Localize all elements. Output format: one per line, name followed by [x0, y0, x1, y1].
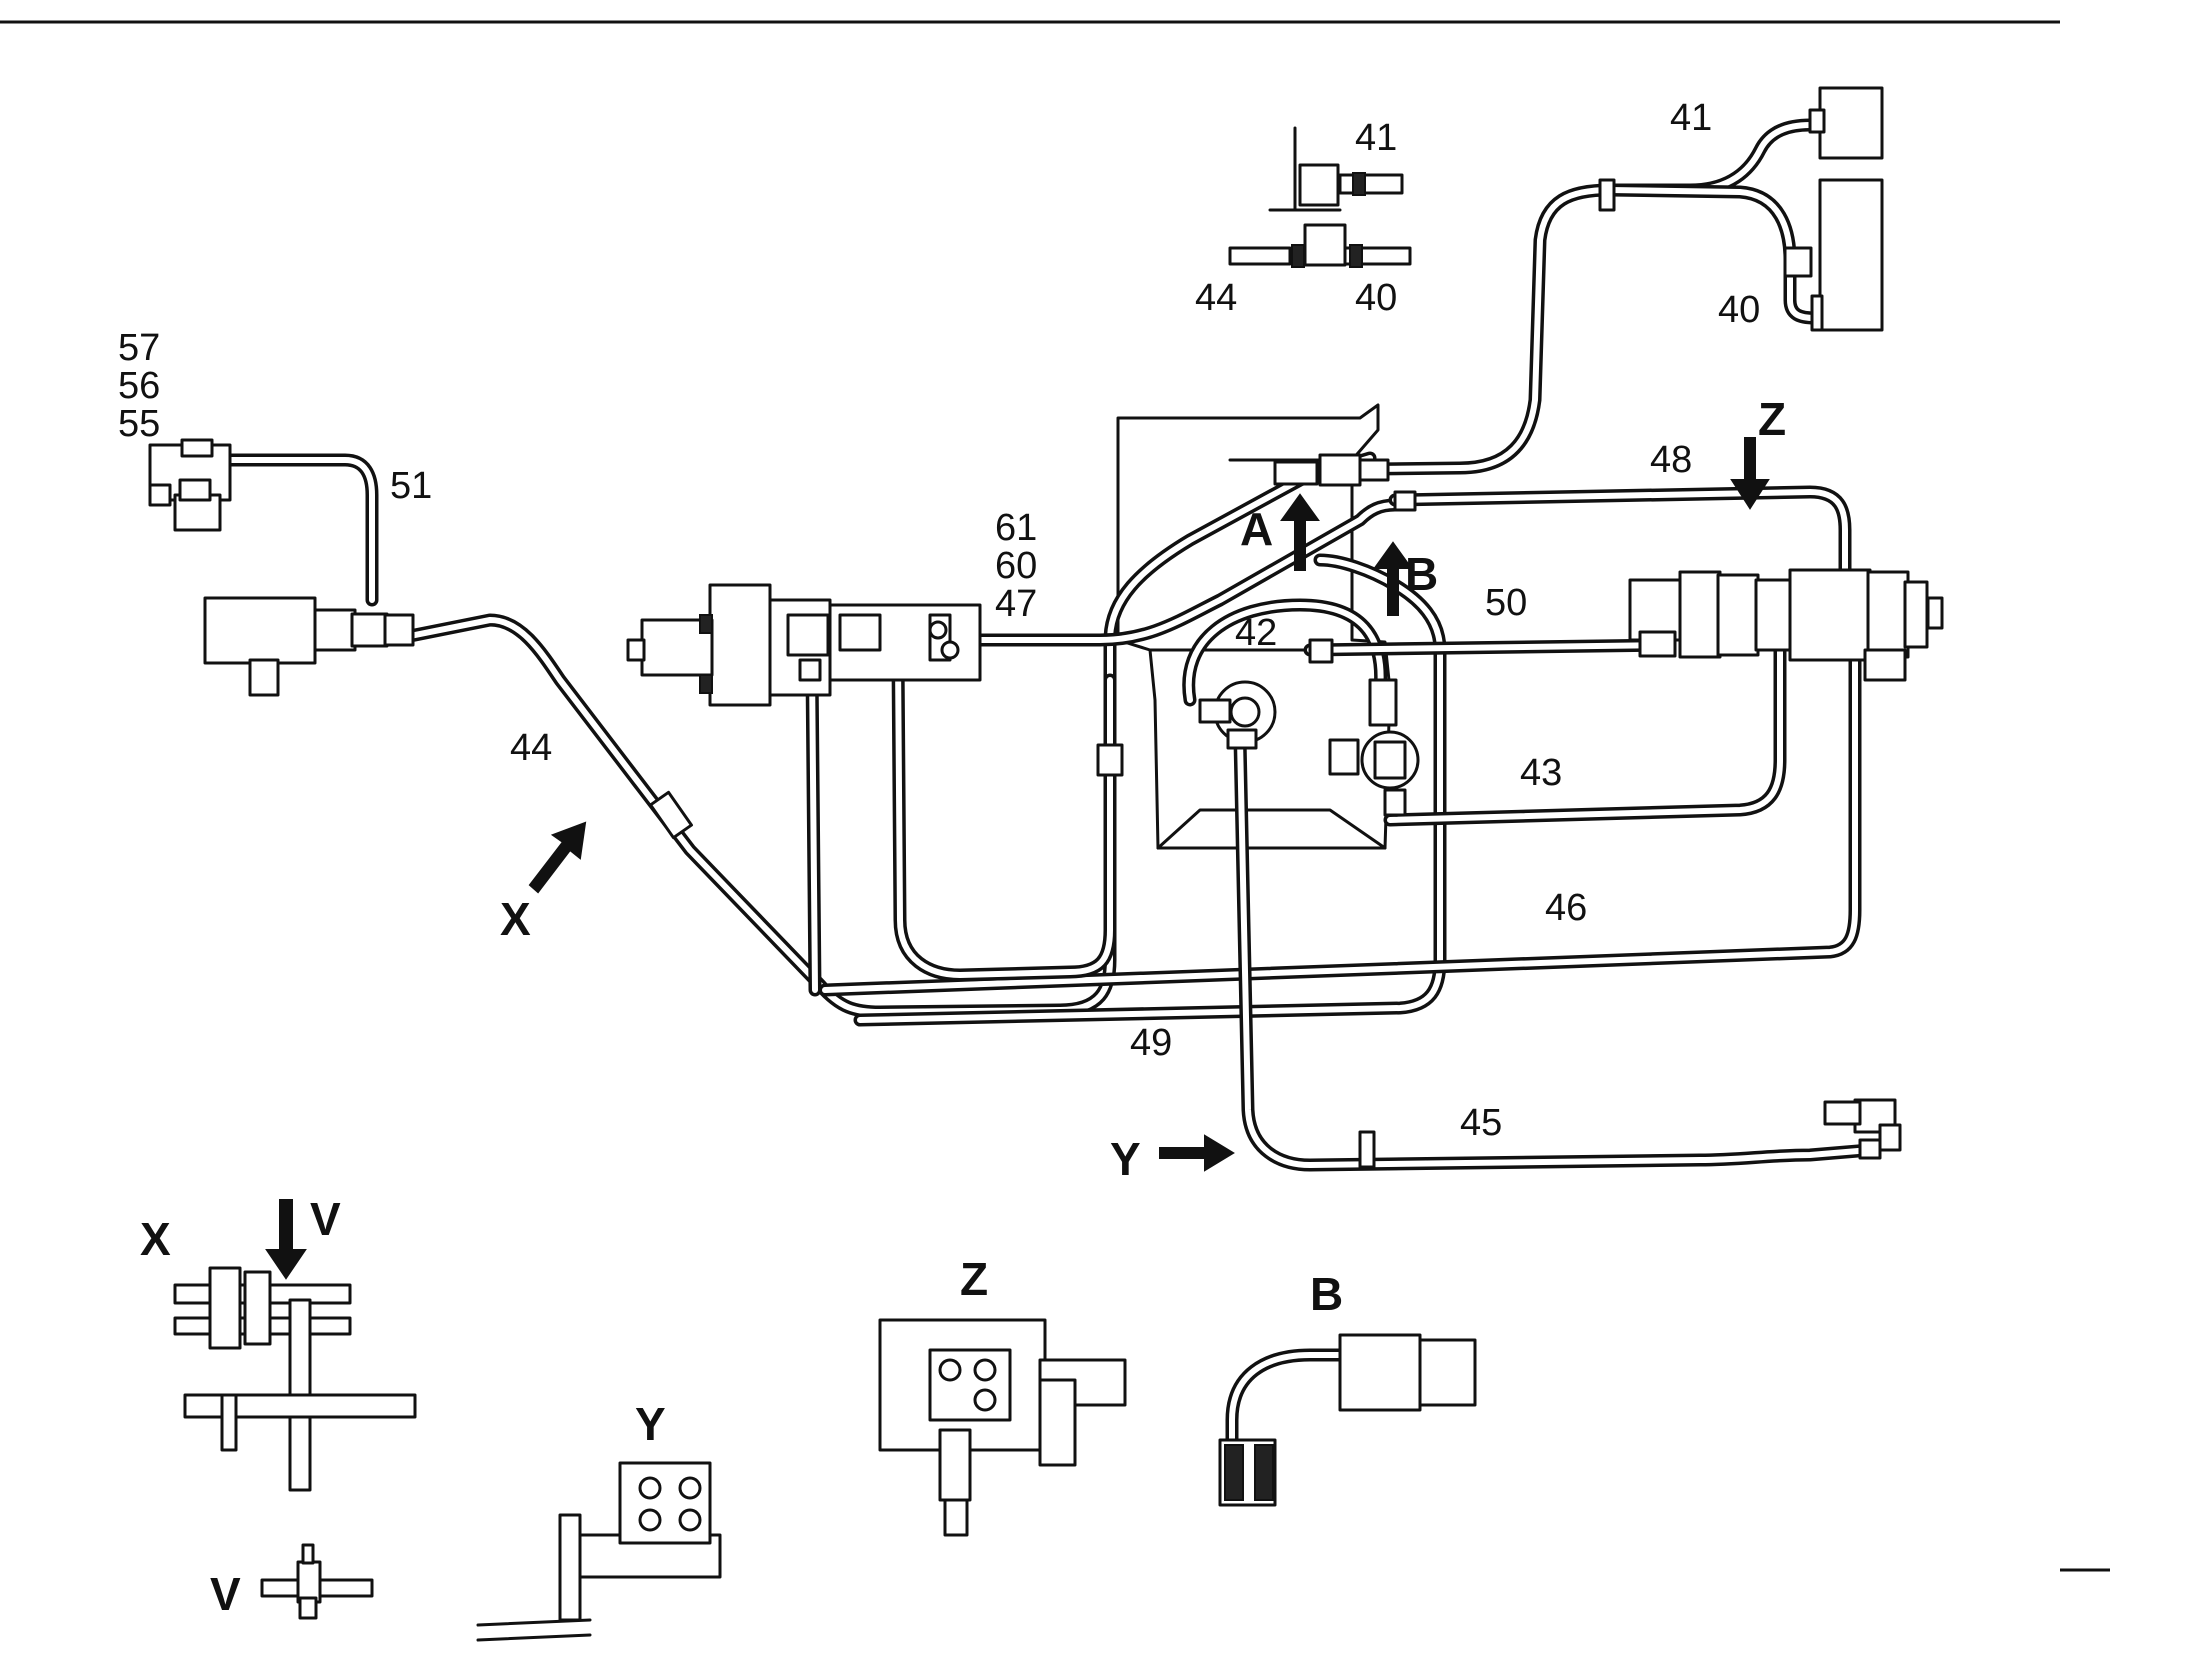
detail-v-arrow-label: V — [310, 1193, 341, 1245]
callout-40-right: 40 — [1718, 289, 1760, 331]
tee-fitting-top — [1228, 126, 1412, 268]
arrow-z — [1730, 437, 1770, 510]
arrow-y — [1159, 1134, 1235, 1172]
callout-56: 56 — [118, 365, 160, 407]
pipe-network — [208, 118, 1877, 1172]
callout-46: 46 — [1545, 887, 1587, 929]
callout-44-top: 44 — [1195, 277, 1237, 319]
fittings-center — [1273, 453, 1417, 664]
callout-60: 60 — [995, 545, 1037, 587]
callout-41-top: 41 — [1355, 117, 1397, 159]
detail-view-b — [1218, 1333, 1477, 1507]
arrow-v — [265, 1199, 307, 1280]
view-marker-x: X — [500, 893, 531, 945]
detail-view-v — [260, 1543, 374, 1620]
rear-brake-valve — [1808, 86, 1884, 332]
check-valve — [1328, 678, 1420, 817]
callout-51: 51 — [390, 465, 432, 507]
view-marker-labels: A B Z X Y — [500, 393, 1786, 1185]
sensor-45-end — [1823, 1098, 1902, 1160]
callout-57: 57 — [118, 327, 160, 369]
callout-42: 42 — [1235, 612, 1277, 654]
detail-view-y — [476, 1461, 722, 1642]
detail-y-title: Y — [635, 1398, 666, 1450]
callout-40-top: 40 — [1355, 277, 1397, 319]
callout-55: 55 — [118, 403, 160, 445]
callout-47: 47 — [995, 583, 1037, 625]
pipe-clamps — [649, 178, 1813, 1169]
arrow-x — [528, 821, 587, 894]
detail-z-title: Z — [960, 1253, 988, 1305]
brake-valve-assembly — [626, 583, 982, 707]
valve-55-56-57 — [148, 438, 232, 532]
abs-pressure-switch — [1198, 680, 1277, 750]
callout-48: 48 — [1650, 439, 1692, 481]
callout-61: 61 — [995, 507, 1037, 549]
callout-50: 50 — [1485, 582, 1527, 624]
detail-view-z — [878, 1318, 1127, 1537]
view-marker-z: Z — [1758, 393, 1786, 445]
callout-43: 43 — [1520, 752, 1562, 794]
arrow-a — [1280, 493, 1320, 571]
detail-v-title: V — [210, 1568, 241, 1620]
master-cylinder — [1628, 568, 1944, 682]
detail-b-title: B — [1310, 1268, 1343, 1320]
arrow-b — [1373, 541, 1413, 616]
callout-labels: 41 44 40 41 40 57 56 55 51 44 61 60 47 4… — [118, 97, 1760, 1144]
view-marker-b: B — [1405, 548, 1438, 600]
callout-41-right: 41 — [1670, 97, 1712, 139]
view-marker-y: Y — [1110, 1133, 1141, 1185]
view-marker-a: A — [1240, 503, 1273, 555]
callout-49: 49 — [1130, 1022, 1172, 1064]
pressure-sensor-left — [203, 596, 415, 697]
callout-45: 45 — [1460, 1102, 1502, 1144]
detail-titles: X V V Y Z B — [140, 1193, 1343, 1620]
detail-view-x — [173, 1199, 417, 1492]
callout-44-left: 44 — [510, 727, 552, 769]
detail-x-title: X — [140, 1213, 171, 1265]
view-arrows — [528, 437, 1770, 1172]
